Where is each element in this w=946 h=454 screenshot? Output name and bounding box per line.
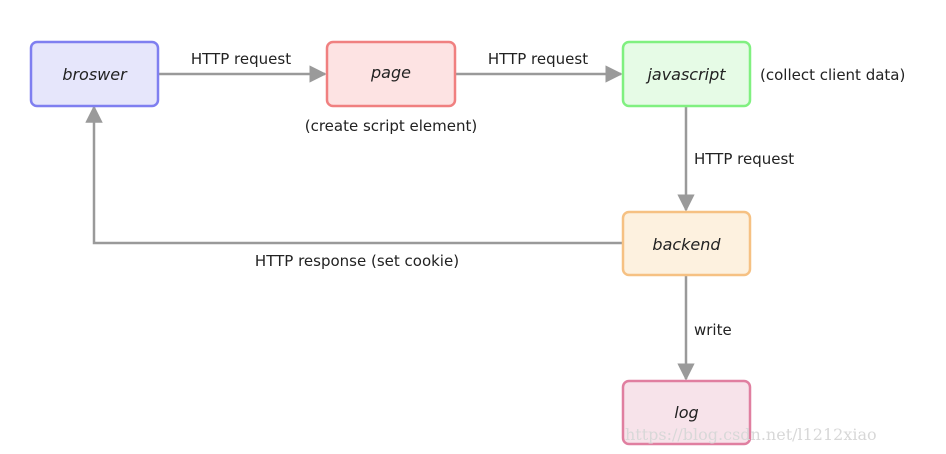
node-page: page [325, 40, 457, 108]
node-log: log [621, 379, 752, 446]
node-backend: backend [621, 210, 752, 277]
node-javascript-label: javascript [645, 65, 726, 84]
edge-label-page-to-javascript: HTTP request [488, 50, 588, 68]
node-log-label: log [674, 403, 698, 422]
node-page-label: page [370, 63, 411, 82]
node-backend-box [621, 210, 752, 277]
node-page-box [325, 40, 457, 108]
node-browser-box [29, 40, 160, 108]
node-javascript-box [621, 40, 752, 108]
note-page: (create script element) [305, 117, 478, 135]
node-log-box [621, 379, 752, 446]
edge-backend-to-browser [85, 105, 623, 245]
watermark: https://blog.csdn.net/l1212xiao [625, 425, 877, 444]
edge-label-browser-to-page: HTTP request [191, 50, 291, 68]
node-browser-label: broswer [62, 65, 128, 84]
edge-label-javascript-to-backend: HTTP request [694, 150, 794, 168]
edge-label-backend-to-log: write [694, 321, 732, 339]
note-javascript: (collect client data) [760, 66, 905, 84]
node-backend-label: backend [652, 235, 721, 254]
node-browser: broswer [29, 40, 160, 108]
node-javascript: javascript [621, 40, 752, 108]
edge-label-backend-to-browser: HTTP response (set cookie) [255, 252, 459, 270]
